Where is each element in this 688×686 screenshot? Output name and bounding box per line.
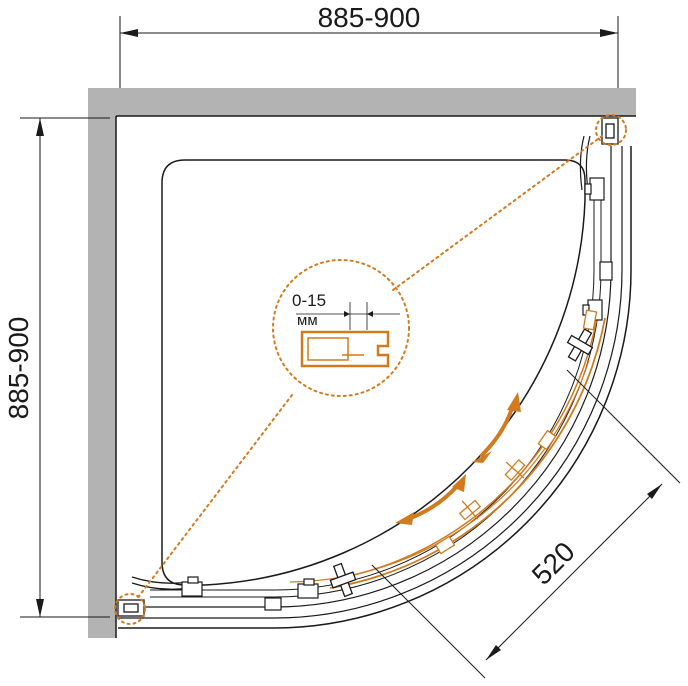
door-opening-arrow-bottom	[486, 645, 501, 660]
callout-line-top-right	[392, 135, 603, 291]
slide-arrow-lower-head-bottom	[395, 512, 414, 525]
detail-gap-range: 0-15	[292, 291, 326, 310]
top-dimension-arrow-right	[600, 29, 618, 37]
accent-roller-3-stem	[461, 500, 479, 520]
sliding-door-outer	[329, 317, 606, 589]
detail-callout-lines	[114, 114, 627, 625]
door-opening-dimension	[371, 369, 681, 679]
accent-roller-4-body	[434, 535, 456, 555]
enclosure-inner-arc	[145, 146, 612, 608]
callout-line-bottom-left	[135, 394, 293, 601]
fixed-panel-top-glass	[579, 135, 585, 191]
handle-right	[566, 328, 594, 362]
roller-bottom-2	[264, 597, 282, 611]
accent-roller-1-body	[537, 429, 557, 451]
left-dimension	[20, 117, 110, 618]
detail-gap-unit: мм	[297, 312, 318, 329]
accent-roller-2-stem	[505, 461, 525, 479]
left-dimension-label: 885-900	[3, 317, 34, 420]
callout-circle-bottom-left	[114, 593, 146, 625]
slide-arrow-upper-curve	[480, 403, 515, 457]
walls	[88, 88, 636, 638]
fixed-panel-curves	[131, 135, 591, 590]
enclosure-arc-2	[118, 146, 623, 619]
shower-tray	[161, 159, 586, 586]
detail-magnifier-circle	[272, 259, 410, 397]
side-wall	[88, 88, 116, 638]
detail-gap-dimension	[296, 302, 400, 330]
top-dimension-label: 885-900	[318, 2, 421, 33]
door-opening-extension-bottom	[371, 564, 486, 679]
door-opening-extension-top	[566, 369, 681, 484]
roller-bottom-1	[181, 581, 203, 597]
slide-arrow-upper-head-top	[507, 392, 521, 412]
roller-right-1	[589, 177, 605, 201]
handle-right-grip	[566, 334, 594, 356]
door-rollers-accent	[434, 309, 598, 555]
accent-roller-1	[537, 429, 557, 451]
roller-right-2	[599, 261, 613, 281]
roller-bottom-3-cap	[303, 578, 315, 586]
top-dimension	[119, 16, 619, 88]
top-dimension-arrow-left	[120, 29, 138, 37]
door-opening-label: 520	[526, 536, 581, 591]
detail-magnified: 0-15 мм	[292, 291, 400, 368]
slide-direction-arrows	[395, 392, 521, 525]
wall-profiles	[117, 117, 619, 617]
fixed-panel-bottom-glass-2	[131, 582, 191, 590]
door-handles	[329, 328, 594, 598]
accent-roller-5	[582, 309, 598, 331]
wall-profile-bottom-left-inner	[123, 603, 139, 613]
roller-right-1-cap	[584, 183, 592, 195]
accent-roller-4	[434, 535, 456, 555]
wall-profile-top-right-inner	[605, 123, 615, 139]
slide-arrow-upper-head-bottom	[472, 451, 492, 463]
callout-circle-top-right	[595, 114, 627, 146]
detail-gap-arrow-right	[367, 311, 373, 317]
roller-bottom-1-cap	[187, 576, 199, 584]
detail-profile-outer	[300, 330, 390, 368]
accent-roller-5-body	[582, 309, 598, 331]
enclosure-outer-arc	[118, 146, 632, 629]
roller-hardware	[181, 177, 613, 611]
left-dimension-arrow-top	[36, 118, 44, 136]
accent-roller-3	[458, 499, 482, 521]
door-opening-arrow-top	[647, 484, 662, 499]
left-dimension-arrow-bottom	[36, 599, 44, 617]
back-wall	[88, 88, 636, 116]
door-opening-dimension-line	[485, 483, 663, 661]
handle-bottom	[329, 562, 357, 598]
detail-profile-inner	[307, 337, 349, 361]
handle-bottom-grip	[329, 571, 357, 589]
roller-bottom-3	[297, 583, 319, 599]
accent-roller-2	[504, 458, 526, 482]
slide-arrow-lower-head-top	[452, 474, 466, 492]
fixed-panel-bottom-glass	[131, 576, 191, 584]
slide-arrow-lower-curve	[406, 482, 461, 521]
detail-gap-arrow-left	[344, 311, 350, 317]
